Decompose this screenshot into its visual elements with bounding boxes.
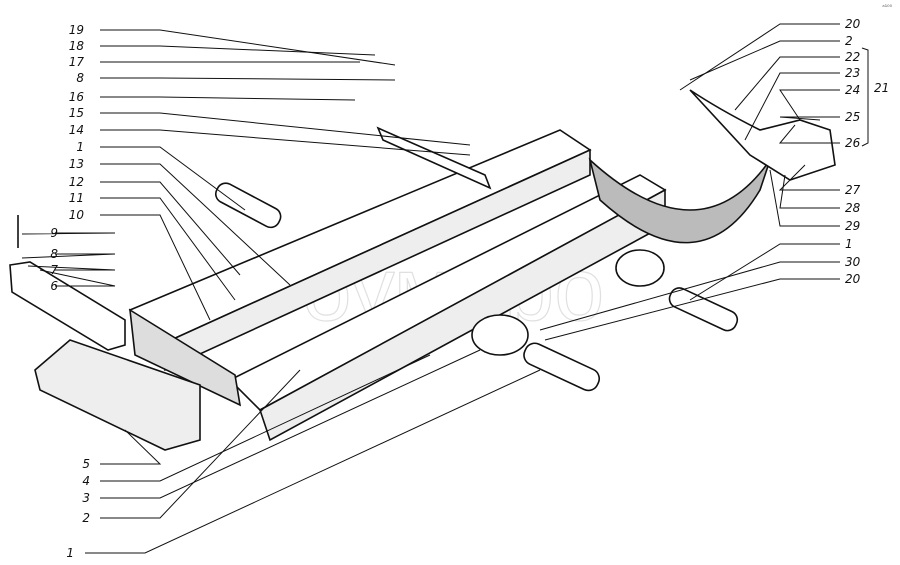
callout-right-6: 26 (845, 136, 861, 150)
callout-right-9: 28 (845, 201, 861, 215)
leader-line-right-9 (779, 174, 840, 209)
callout-left-3: 8 (76, 71, 84, 85)
callout-left-9: 12 (69, 175, 84, 189)
leader-line-left-19 (100, 369, 301, 519)
callout-left-19: 2 (82, 511, 90, 525)
callout-left-10: 11 (69, 191, 84, 205)
leader-line-left-15 (39, 269, 116, 287)
leader-line-left-8 (100, 163, 291, 286)
leader-line-left-7 (100, 146, 246, 211)
rear-hitch-assembly (689, 89, 836, 181)
bumper (9, 261, 126, 351)
callout-right-10: 29 (845, 219, 860, 233)
leader-line-right-6 (778, 124, 840, 144)
leader-line-left-3 (100, 77, 396, 81)
frame-drawing (9, 89, 836, 451)
callout-left-2: 17 (69, 55, 85, 69)
front-cross-member (129, 308, 242, 407)
leader-line-right-0 (679, 23, 840, 91)
callout-right-2: 22 (845, 50, 860, 64)
callout-right-12: 30 (845, 255, 861, 269)
callout-left-5: 15 (69, 106, 84, 120)
callout-left-4: 16 (69, 90, 85, 104)
callout-right-13: 20 (845, 272, 861, 286)
callout-left-6: 14 (69, 123, 84, 137)
leader-line-left-6 (100, 129, 471, 156)
leader-line-left-1 (100, 45, 376, 56)
callout-left-13: 8 (50, 247, 58, 261)
leader-line-left-12 (21, 232, 116, 235)
rear-spring (588, 157, 771, 244)
leader-line-left-18 (100, 349, 481, 499)
leader-line-right-11 (689, 243, 840, 301)
callout-left-14: 7 (50, 263, 58, 277)
callout-left-11: 10 (69, 208, 85, 222)
leader-line-left-0 (100, 29, 396, 66)
callout-left-8: 13 (69, 157, 84, 171)
leader-line-left-9 (100, 181, 241, 276)
leader-line-left-14 (27, 265, 116, 271)
callout-right-11: 1 (845, 237, 853, 251)
callout-right-0: 20 (845, 17, 861, 31)
axle-housing-front (471, 314, 529, 356)
leader-line-left-20 (85, 369, 541, 554)
callout-right-7: 21 (874, 81, 889, 95)
leader-line-left-11 (100, 214, 211, 321)
pin-1-right (668, 287, 739, 332)
group-bracket-21 (861, 47, 869, 147)
callout-right-4: 24 (845, 83, 860, 97)
ballast-weight (34, 339, 201, 451)
leader-line-left-10 (100, 197, 236, 301)
leader-lines (21, 23, 840, 554)
callout-labels: 1918178161514113121110987654321202222324… (50, 17, 889, 560)
corner-mark: ᵃ¹⁰⁰ (882, 4, 892, 11)
callout-left-1: 18 (69, 39, 85, 53)
callout-right-5: 25 (845, 110, 860, 124)
leader-line-right-1 (689, 40, 840, 81)
callout-left-15: 6 (50, 279, 58, 293)
callout-left-18: 3 (82, 491, 90, 505)
leader-line-right-12 (539, 261, 840, 331)
leader-line-right-5 (779, 116, 840, 121)
leader-line-right-4 (779, 89, 840, 121)
callout-left-0: 19 (69, 23, 84, 37)
axle-housing-rear (615, 249, 665, 287)
leader-line-right-3 (744, 72, 840, 141)
leader-line-left-16 (100, 429, 162, 465)
callout-left-16: 5 (82, 457, 90, 471)
pin-1-lower (523, 342, 601, 392)
pin-1-upper (214, 182, 282, 229)
callout-right-1: 2 (845, 34, 853, 48)
leader-line-right-8 (778, 164, 840, 191)
callout-left-17: 4 (82, 474, 90, 488)
callout-left-7: 1 (76, 140, 84, 154)
callout-right-8: 27 (845, 183, 861, 197)
callout-right-3: 23 (845, 66, 860, 80)
leader-line-right-13 (544, 278, 840, 341)
leader-line-left-5 (100, 112, 471, 146)
callout-left-12: 9 (50, 226, 58, 240)
leader-line-left-17 (100, 354, 431, 482)
callout-left-20: 1 (66, 546, 74, 560)
leader-line-left-13 (21, 253, 116, 259)
leader-line-left-4 (100, 96, 356, 101)
leader-line-right-2 (734, 56, 840, 111)
leader-line-right-10 (769, 169, 840, 227)
